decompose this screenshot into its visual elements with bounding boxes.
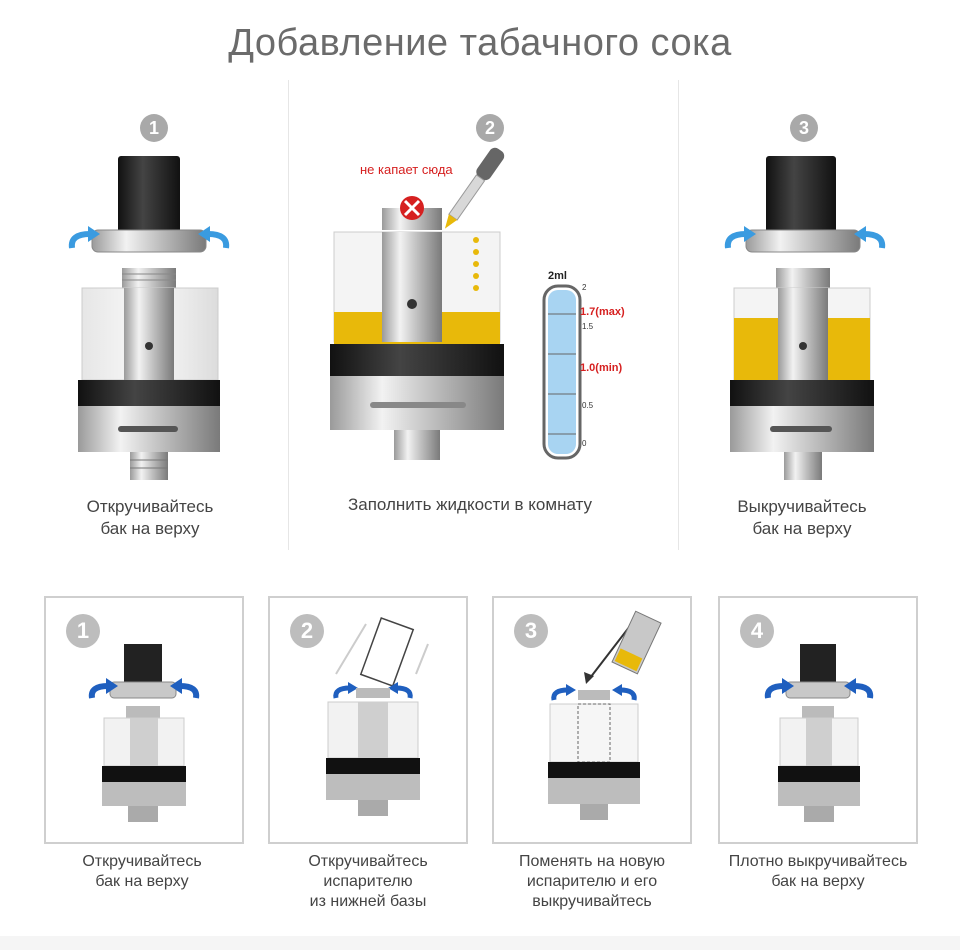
coil-step-card: 2 — [268, 596, 468, 844]
tank-disassembled-illustration — [68, 156, 230, 480]
fill-level-gauge — [542, 284, 582, 460]
tank-unscrew-illustration — [88, 644, 200, 822]
divider — [678, 80, 679, 550]
filling-tank-illustration — [330, 147, 505, 460]
step-number-badge: 2 — [290, 614, 324, 648]
step-number-badge: 3 — [514, 614, 548, 648]
step-number-badge: 4 — [740, 614, 774, 648]
footer-strip — [0, 936, 960, 950]
gauge-tick-label: 0 — [582, 439, 587, 448]
coil-step-card: 3 — [492, 596, 692, 844]
gauge-header: 2ml — [548, 270, 567, 282]
step-caption: Откручивайтесь бак на верху — [86, 497, 214, 538]
gauge-min-label: 1.0(min) — [580, 362, 623, 374]
step-number-badge: 1 — [140, 114, 168, 142]
step-number-badge: 2 — [476, 114, 504, 142]
coil-removal-illustration — [326, 617, 429, 816]
coil-install-illustration — [548, 610, 662, 820]
step-caption: Откручивайтесь испарителю из нижней базы — [308, 853, 428, 910]
step-number-badge: 3 — [790, 114, 818, 142]
page-title: Добавление табачного сока — [228, 22, 732, 64]
gauge-tick-label: 2 — [582, 283, 587, 292]
gauge-tick-label: 0.5 — [582, 401, 594, 410]
step-caption: Откручивайтесь бак на верху — [82, 853, 202, 890]
tank-filled-illustration — [724, 156, 886, 480]
step-number-badge: 1 — [66, 614, 100, 648]
gauge-max-label: 1.7(max) — [580, 306, 625, 318]
coil-step-card: 1 — [44, 596, 244, 844]
gauge-tick-label: 1.5 — [582, 322, 594, 331]
step-caption: Плотно выкручивайтесь бак на верху — [728, 853, 908, 890]
step-caption: Заполнить жидкости в комнату — [347, 495, 593, 514]
step-caption: Выкручивайтесь бак на верху — [737, 497, 867, 538]
tank-screw-illustration — [764, 644, 874, 822]
warning-label: не капает сюда — [360, 162, 453, 177]
divider — [288, 80, 289, 550]
step-caption: Поменять на новую испарителю и его выкру… — [519, 853, 665, 910]
coil-step-card: 4 — [718, 596, 918, 844]
